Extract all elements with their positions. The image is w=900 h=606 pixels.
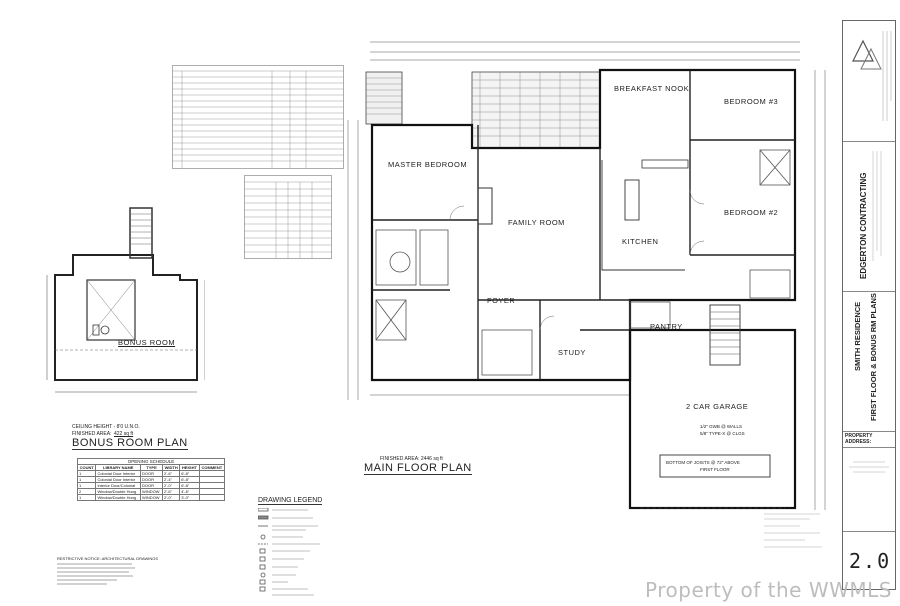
table-row: 1 Colonial Door Interior DOOR 2'-4" 6'-8… — [76, 476, 226, 483]
main-floor-plan-drawing — [347, 41, 826, 510]
table-cell: WINDOW — [140, 488, 164, 495]
bonus-room-plan-title: BONUS ROOM PLAN — [72, 437, 188, 450]
opening-schedule-header: COMMENT — [198, 464, 226, 471]
mls-watermark: Property of the WWMLS — [645, 578, 892, 602]
title-block-project-cell: SMITH RESIDENCE FIRST FLOOR & BONUS RM P… — [843, 291, 895, 432]
title-block-company-cell: EDGERTON CONTRACTING — [843, 141, 895, 292]
title-block-address-cell: PROPERTY ADDRESS: — [843, 431, 895, 532]
opening-schedule-title: OPENING SCHEDULE — [77, 458, 225, 464]
bonus-ceiling-note: CEILING HEIGHT - 8'0 U.N.O. — [72, 424, 140, 430]
main-floor-plan-title: MAIN FLOOR PLAN — [364, 462, 472, 475]
opening-schedule-header: COUNT — [76, 464, 97, 471]
table-cell: Interior Door/Colonial — [95, 482, 142, 489]
bonus-finished-area-value: 422 sq ft — [114, 431, 134, 437]
main-floor-plan — [340, 30, 835, 530]
bonus-room-plan-drawing — [46, 207, 206, 393]
title-block-sheet-cell: 2.0 — [843, 531, 895, 589]
table-cell: 1 — [76, 494, 97, 501]
opening-schedule-header: WIDTH — [162, 464, 181, 471]
table-cell — [198, 494, 226, 501]
sheet-number: 2.0 — [849, 549, 892, 573]
window-schedule-small — [244, 175, 332, 259]
opening-schedule-table: COUNT LIBRARY NAME TYPE WIDTH HEIGHT COM… — [76, 464, 226, 501]
ards-logo-icon — [852, 31, 892, 121]
opening-schedule-header: HEIGHT — [179, 464, 200, 471]
bedroom2-label: BEDROOM #2 — [724, 208, 779, 217]
master-bedroom-label: MASTER BEDROOM — [388, 160, 468, 169]
drawn-by-block — [760, 510, 838, 562]
pantry-label: PANTRY — [650, 322, 683, 331]
table-cell: Window/Double Hung — [95, 494, 142, 501]
title-block: EDGERTON CONTRACTING SMITH RESIDENCE FIR… — [842, 20, 896, 590]
drawing-legend-title: DRAWING LEGEND — [258, 497, 323, 505]
table-row: 1 Interior Door/Colonial DOOR 2'-0" 6'-8… — [76, 482, 226, 489]
table-cell: 3'-0" — [179, 494, 200, 501]
main-finished-area: FINISHED AREA: 2446 sq ft — [380, 456, 443, 462]
table-cell: Colonial Door Interior — [95, 470, 142, 477]
foyer-label: FOYER — [487, 296, 516, 305]
garage-note-2: 5/8" TYPE-X @ CLGS — [700, 431, 745, 436]
kitchen-label: KITCHEN — [622, 237, 659, 246]
company-name: EDGERTON CONTRACTING — [859, 172, 868, 279]
table-cell: Window/Double Hung — [95, 488, 142, 495]
garage-note-1: 1/2" GWB @ WALLS — [700, 424, 743, 429]
table-row: 2 Window/Double Hung WINDOW 2'-6" 4'-6" — [76, 488, 226, 495]
family-room-label: FAMILY ROOM — [508, 218, 565, 227]
bonus-room-plan — [35, 180, 206, 450]
restrictive-notice-body — [57, 562, 137, 586]
sheet-title: FIRST FLOOR & BONUS RM PLANS — [869, 293, 878, 421]
bonus-room-label: BONUS ROOM — [118, 338, 176, 347]
table-cell: Colonial Door Interior — [95, 476, 142, 483]
breakfast-nook-label: BREAKFAST NOOK — [614, 84, 690, 93]
title-block-logo-cell — [843, 21, 895, 142]
drawing-legend — [257, 507, 348, 598]
table-cell: 2'-0" — [162, 494, 181, 501]
table-cell: WINDOW — [140, 494, 164, 501]
restrictive-notice: RESTRICTIVE NOTICE: ARCHITECTURAL DRAWIN… — [57, 556, 159, 561]
bedroom3-label: BEDROOM #3 — [724, 97, 779, 106]
table-row: 1 Window/Double Hung WINDOW 2'-0" 3'-0" — [76, 494, 226, 501]
joist-note: BOTTOM OF JOISTS @ 72" ABOVE — [666, 460, 740, 465]
opening-schedule: OPENING SCHEDULE COUNT LIBRARY NAME TYPE… — [76, 458, 226, 501]
study-label: STUDY — [558, 348, 586, 357]
garage-label: 2 CAR GARAGE — [686, 402, 749, 411]
property-address-label: PROPERTY ADDRESS: — [843, 431, 895, 448]
bonus-finished-area-label: FINISHED AREA: — [72, 431, 112, 437]
door-schedule-small — [172, 65, 344, 169]
project-name: SMITH RESIDENCE — [853, 301, 862, 371]
joist-note-2: FIRST FLOOR — [700, 467, 730, 472]
